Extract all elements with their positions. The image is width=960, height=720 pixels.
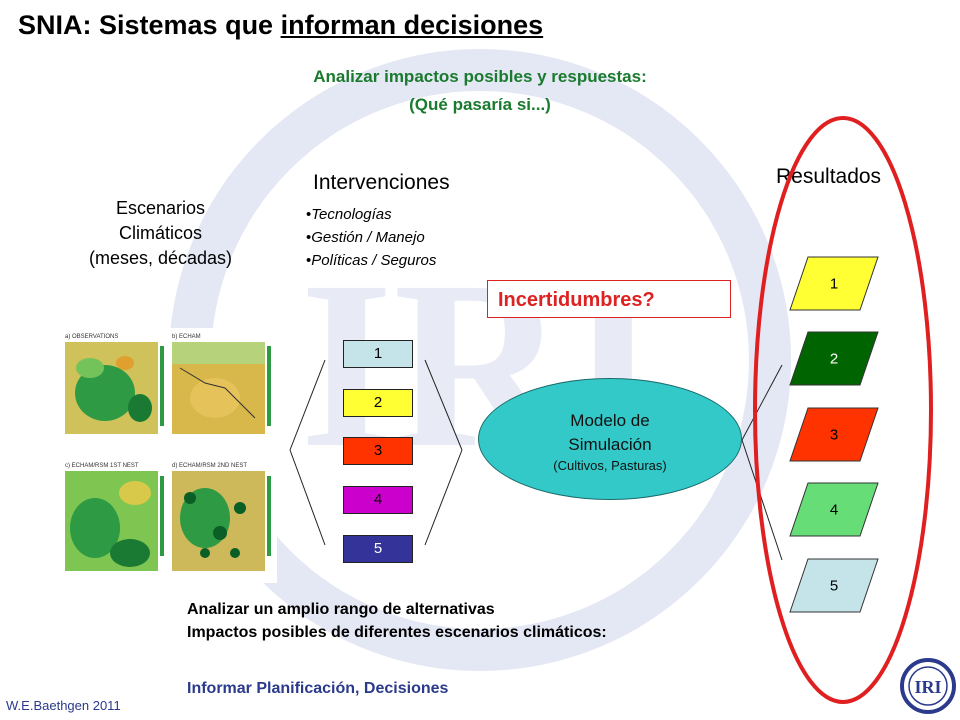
intervention-box-1: 1 bbox=[343, 340, 413, 368]
result-label-4: 4 bbox=[830, 502, 838, 519]
page-title: SNIA: Sistemas que informan decisiones bbox=[18, 10, 544, 40]
footer-line3: Informar Planificación, Decisiones bbox=[187, 680, 449, 697]
result-label-3: 3 bbox=[830, 427, 838, 444]
model-line1: Modelo de bbox=[570, 411, 650, 430]
map-title-c: c) ECHAM/RSM 1ST NEST bbox=[65, 463, 139, 469]
climate-map-grid: a) OBSERVATIONS b) ECHAM c) ECHAM/RSM 1S… bbox=[65, 334, 271, 571]
model-line3: (Cultivos, Pasturas) bbox=[553, 458, 667, 473]
results-heading: Resultados bbox=[776, 165, 882, 188]
subtitle-line2: (Qué pasaría si...) bbox=[409, 95, 551, 114]
bullet-item: Tecnologías bbox=[306, 203, 436, 226]
results-outline bbox=[753, 116, 933, 704]
model-line2: Simulación bbox=[568, 435, 652, 454]
result-label-2: 2 bbox=[830, 351, 838, 368]
intervention-box-3: 3 bbox=[343, 437, 413, 465]
result-shape-5 bbox=[789, 558, 879, 613]
intervention-box-2: 2 bbox=[343, 389, 413, 417]
result-shape-1 bbox=[789, 256, 879, 311]
map-title-b: b) ECHAM bbox=[172, 334, 201, 340]
logo-text: IRI bbox=[914, 677, 941, 697]
result-label-1: 1 bbox=[830, 276, 838, 293]
map-title-a: a) OBSERVATIONS bbox=[65, 334, 118, 340]
result-shape-2 bbox=[789, 331, 879, 386]
uncertainty-box: Incertidumbres? bbox=[487, 280, 731, 318]
result-shape-4 bbox=[789, 482, 879, 537]
result-shape-3 bbox=[789, 407, 879, 462]
footer-line1: Analizar un amplio rango de alternativas bbox=[187, 601, 495, 618]
climate-maps: a) OBSERVATIONS b) ECHAM c) ECHAM/RSM 1S… bbox=[55, 328, 277, 583]
bullet-item: Políticas / Seguros bbox=[306, 249, 436, 272]
bullet-item: Gestión / Manejo bbox=[306, 226, 436, 249]
footer-line2: Impactos posibles de diferentes escenari… bbox=[187, 624, 607, 641]
intervention-box-5: 5 bbox=[343, 535, 413, 563]
author-credit: W.E.Baethgen 2011 bbox=[6, 698, 121, 713]
page-title-underlined: informan decisiones bbox=[280, 10, 544, 40]
result-label-5: 5 bbox=[830, 578, 838, 595]
iri-logo: IRI bbox=[900, 658, 956, 714]
scenarios-heading: Escenarios Climáticos (meses, décadas) bbox=[88, 198, 233, 268]
intervention-box-4: 4 bbox=[343, 486, 413, 514]
interventions-bullets: Tecnologías Gestión / Manejo Políticas /… bbox=[306, 203, 436, 272]
interventions-heading: Intervenciones bbox=[313, 171, 450, 194]
simulation-model-ellipse: Modelo de Simulación (Cultivos, Pasturas… bbox=[478, 378, 742, 500]
subtitle-line1: Analizar impactos posibles y respuestas: bbox=[313, 67, 647, 86]
map-title-d: d) ECHAM/RSM 2ND NEST bbox=[172, 463, 247, 469]
